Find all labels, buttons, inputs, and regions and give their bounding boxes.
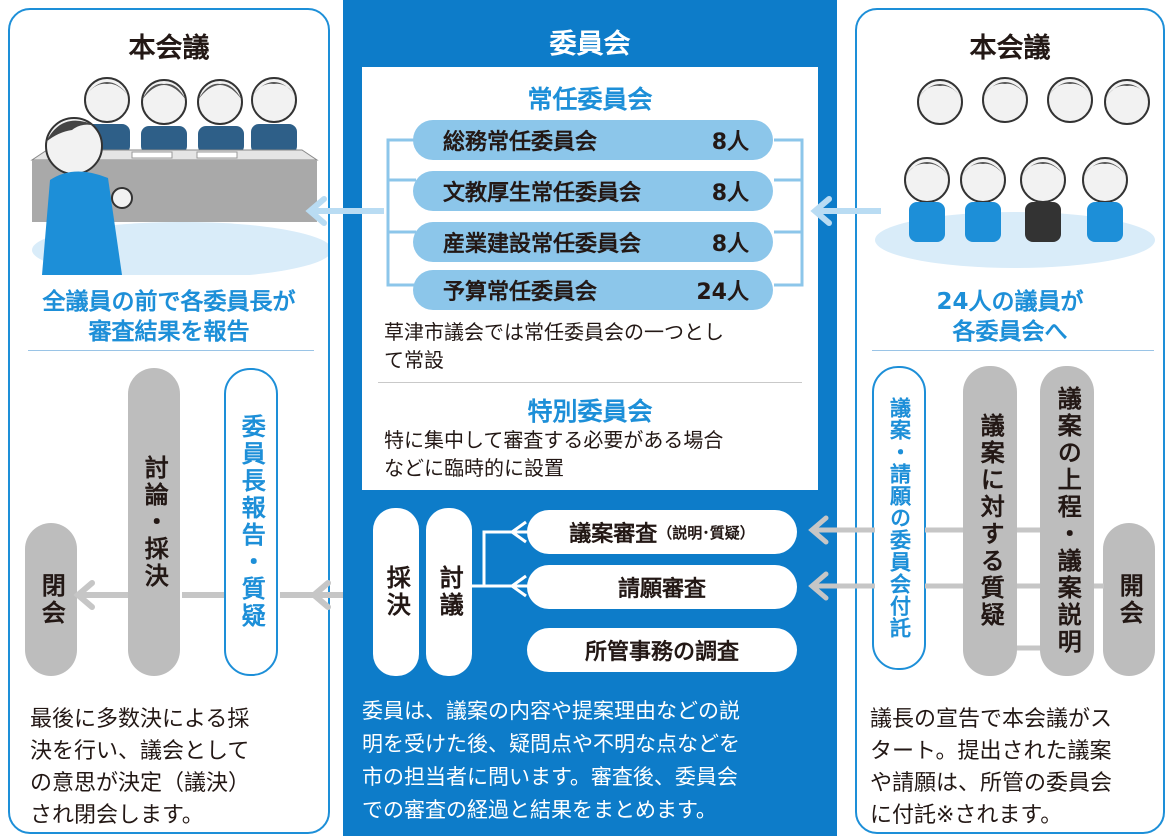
left-panel-title: 本会議 [128,33,210,64]
center-description: 委員は、議案の内容や提案理由などの説 明を受けた後、疑問点や不明な点などを 市の… [362,695,832,827]
committee-budget-count: 24人 [696,280,749,305]
left-description: 最後に多数決による採 決を行い、議会として の意思が決定（議決） され閉会します… [30,704,320,832]
committee-budget-name: 予算常任委員会 [443,280,598,305]
committee-general-affairs-count: 8人 [711,130,749,155]
pill-debate-center-label: 討議 [435,565,464,619]
left-caption-line2: 審査結果を報告 [88,319,250,345]
pill-debate-vote-left-label: 討論・採決 [140,454,169,590]
petition-review-box: 請願審査 [527,565,797,609]
right-description-line3: や請願は、所管の委員会 [870,771,1113,796]
left-caption-line1: 全議員の前で各委員長が [42,289,296,315]
petition-review-label: 請願審査 [617,577,706,602]
center-description-line3: 市の担当者に問います。審査後、委員会 [362,765,738,789]
review-connectors [472,520,532,598]
left-description-line1: 最後に多数決による採 [30,707,250,732]
right-description-line4: に付託※されます。 [870,803,1063,828]
pill-agenda-right: 議案の上程・議案説明 [1040,366,1094,676]
committee-education-welfare-name: 文教厚生常任委員会 [443,181,642,206]
committee-education-welfare-count: 8人 [711,181,749,206]
arrow-vote-to-close-head [73,580,95,610]
pill-open-right-label: 開会 [1115,572,1144,627]
committee-bracket [386,138,804,287]
pill-referral-right-label: 議案・請願の委員会付託 [887,397,912,639]
committee-industry-construction-count: 8人 [711,232,749,257]
arrow-committee-to-left-plenary [305,196,384,226]
plenary-illustration-right [875,77,1155,268]
pill-debate-vote-left: 討論・採決 [128,368,180,676]
arrow-members-to-committee [810,196,881,226]
pill-chair-report-left: 委員長報告・質疑 [224,368,278,676]
special-note-line1: 特に集中して審査する必要がある場合 [384,428,724,452]
committee-budget: 予算常任委員会 24人 [413,270,773,310]
pill-referral-right: 議案・請願の委員会付託 [872,366,926,670]
right-caption-line2: 各委員会へ [952,319,1068,345]
standing-note-line1: 草津市議会では常任委員会の一つとし [384,320,724,344]
committee-general-affairs-name: 総務常任委員会 [443,130,598,155]
committee-industry-construction-name: 産業建設常任委員会 [443,232,642,257]
special-committee-title: 特別委員会 [527,397,653,426]
center-description-line2: 明を受けた後、疑問点や不明な点などを [362,732,740,756]
pill-debate-center: 討議 [426,508,472,676]
pill-close-left: 閉会 [25,523,77,676]
right-description-line1: 議長の宣告で本会議がス [870,707,1113,732]
left-description-line3: の意思が決定（議決） [30,771,251,796]
jurisdiction-survey-label: 所管事務の調査 [584,640,739,665]
flow-arrows-left [73,580,350,610]
pill-vote-center: 採決 [373,508,419,676]
special-committee-note: 特に集中して審査する必要がある場合 などに臨時的に設置 [384,426,814,482]
left-description-line2: 決を行い、議会として [30,739,250,764]
special-note-line2: などに臨時的に設置 [384,456,564,480]
pill-open-right: 開会 [1103,523,1155,676]
pill-chair-report-left-label: 委員長報告・質疑 [237,414,266,630]
center-panel-title: 委員会 [549,29,631,60]
pill-vote-center-label: 採決 [382,565,411,619]
bill-review-label: 議案審査 [569,522,658,547]
pill-question-right: 議案に対する質疑 [963,366,1017,676]
committee-info-divider [378,382,802,383]
standing-note-line2: て常設 [384,348,444,372]
committee-general-affairs: 総務常任委員会 8人 [413,120,773,160]
right-panel-title: 本会議 [969,33,1051,64]
plenary-illustration-left [30,77,328,275]
right-description-line2: タート。提出された議案 [870,739,1112,764]
right-caption-line1: 24人の議員が [936,289,1084,315]
left-description-line4: され閉会します。 [30,803,204,828]
flow-arrows-right [808,515,1104,651]
right-description: 議長の宣告で本会議がス タート。提出された議案 や請願は、所管の委員会 に付託※… [870,704,1162,832]
arrow-committee-to-report-head [309,580,331,610]
standing-committee-title: 常任委員会 [527,85,653,114]
jurisdiction-survey-box: 所管事務の調査 [527,628,797,672]
committee-industry-construction: 産業建設常任委員会 8人 [413,222,773,262]
pill-question-right-label: 議案に対する質疑 [976,413,1005,629]
committee-education-welfare: 文教厚生常任委員会 8人 [413,171,773,211]
right-divider [872,350,1154,351]
bill-review-box: 議案審査（説明･質疑） [527,510,797,554]
center-description-line4: での審査の経過と結果をまとめます。 [362,798,717,822]
left-divider [28,350,314,351]
bill-review-sublabel: （説明･質疑） [657,523,755,542]
standing-committee-note: 草津市議会では常任委員会の一つとし て常設 [384,318,814,374]
center-description-line1: 委員は、議案の内容や提案理由などの説 [362,699,740,723]
pill-agenda-right-label: 議案の上程・議案説明 [1053,386,1082,656]
pill-close-left-label: 閉会 [37,572,66,627]
